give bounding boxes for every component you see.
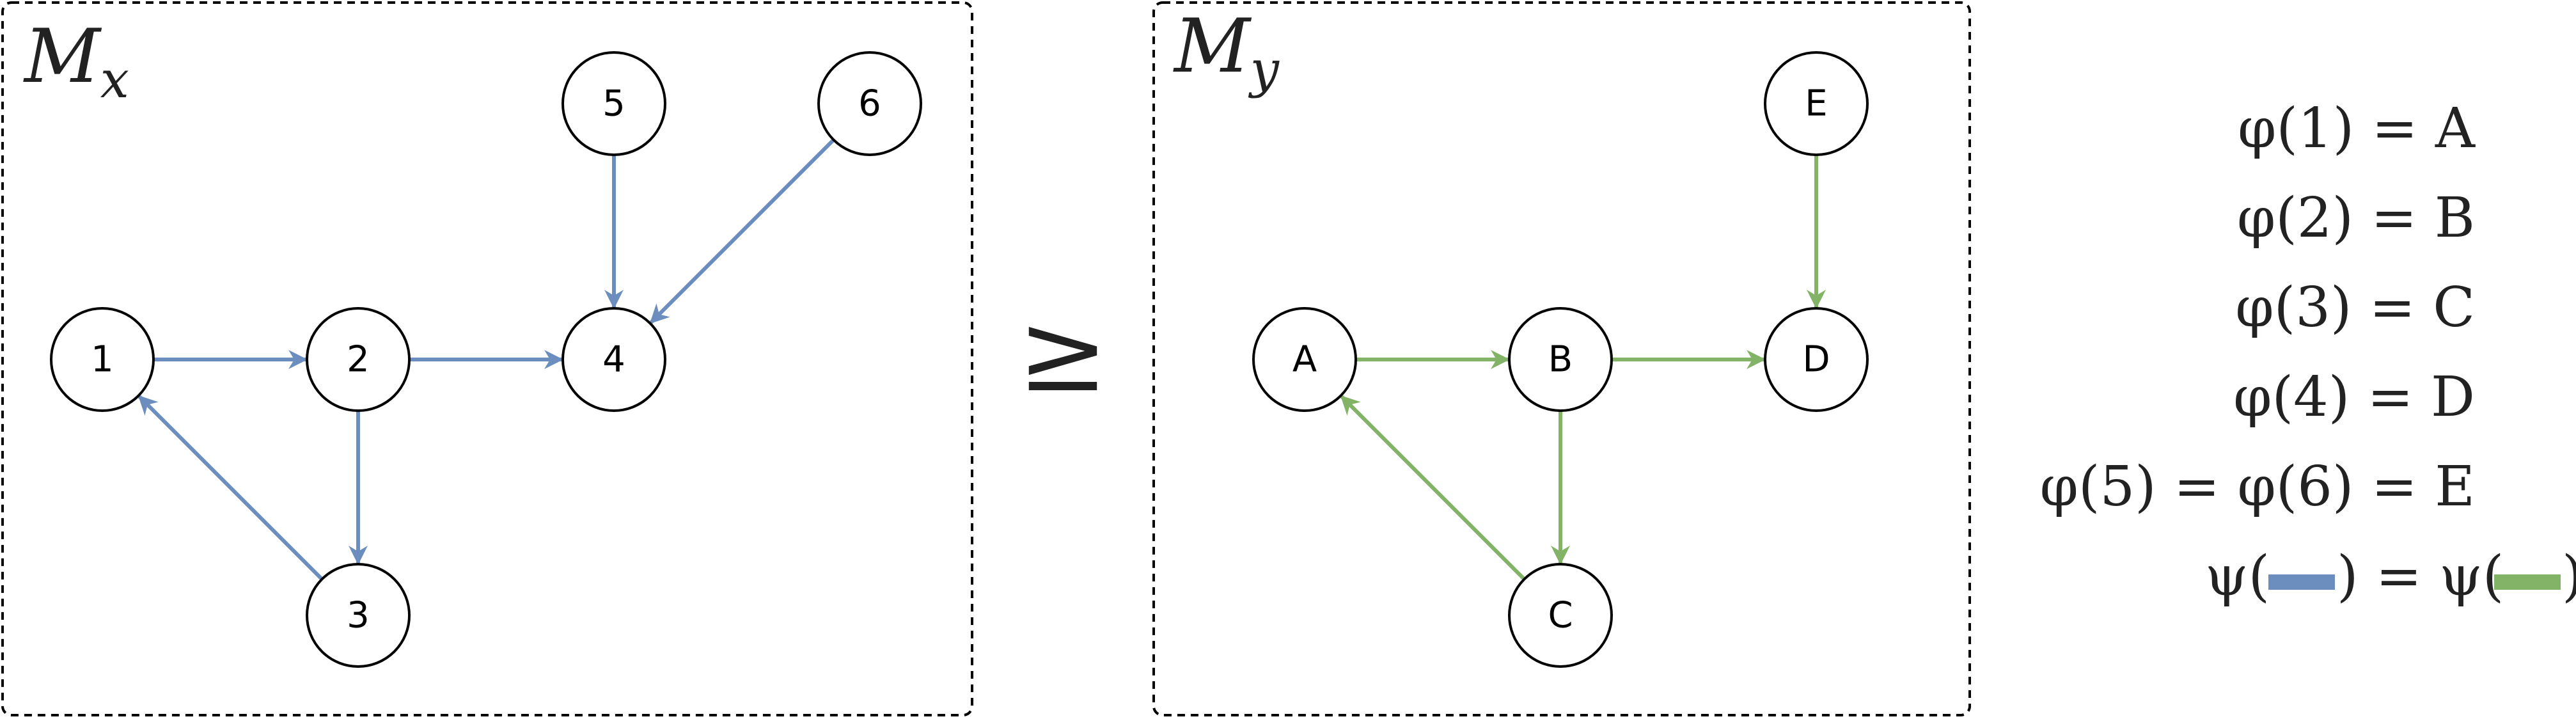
phi-1-equation: φ(1) = A — [2238, 97, 2476, 161]
node-circle — [562, 51, 666, 156]
node-C: C — [1508, 563, 1613, 668]
psi-mid-text: ) = ψ( — [2337, 544, 2504, 608]
left-graph-panel: Mx 1 2 3 4 5 6 — [1, 1, 973, 716]
node-A: A — [1252, 307, 1357, 412]
node-B: B — [1508, 307, 1613, 412]
node-circle — [50, 307, 155, 412]
node-label: A — [1292, 339, 1317, 381]
node-5: 5 — [562, 51, 666, 156]
relation-symbol: ≥ — [1017, 290, 1108, 416]
left-edges — [137, 138, 835, 581]
edge-C-to-A — [1340, 395, 1526, 581]
node-6: 6 — [817, 51, 922, 156]
node-D: D — [1764, 307, 1869, 412]
green-edge-swatch — [2494, 574, 2561, 590]
node-circle — [817, 51, 922, 156]
edge-3-to-1 — [137, 395, 324, 581]
phi-2-equation: φ(2) = B — [2237, 186, 2475, 250]
phi-3-equation: φ(3) = C — [2235, 276, 2475, 340]
right-panel-title: My — [1173, 3, 1280, 99]
right-graph-panel: My A B C D E — [1152, 1, 1971, 716]
mapping-equations: φ(1) = A φ(2) = B φ(3) = C φ(4) = D φ(5)… — [2040, 97, 2576, 608]
node-4: 4 — [562, 307, 666, 412]
node-label: E — [1805, 83, 1827, 125]
psi-close-text: ) — [2562, 544, 2576, 608]
node-label: 4 — [602, 339, 625, 381]
node-circle — [1508, 563, 1613, 668]
node-label: D — [1802, 339, 1830, 381]
node-label: 1 — [91, 339, 114, 381]
node-circle — [1508, 307, 1613, 412]
left-panel-title: Mx — [23, 13, 129, 109]
node-circle — [1252, 307, 1357, 412]
node-label: 2 — [347, 339, 370, 381]
node-3: 3 — [306, 563, 411, 668]
node-label: B — [1548, 339, 1573, 381]
edge-6-to-4 — [649, 138, 835, 324]
right-nodes: A B C D E — [1252, 51, 1869, 668]
node-circle — [306, 307, 411, 412]
node-label: C — [1548, 595, 1573, 636]
node-circle — [1764, 51, 1869, 156]
psi-open-text: ψ( — [2205, 544, 2270, 608]
node-label: 6 — [858, 83, 881, 125]
node-circle — [1764, 307, 1869, 412]
right-panel-frame — [1152, 1, 1971, 716]
node-2: 2 — [306, 307, 411, 412]
left-nodes: 1 2 3 4 5 6 — [50, 51, 922, 668]
node-circle — [562, 307, 666, 412]
node-1: 1 — [50, 307, 155, 412]
psi-equation: ψ( ) = ψ( ) — [2205, 544, 2576, 608]
blue-edge-swatch — [2268, 574, 2335, 590]
node-label: 5 — [602, 83, 625, 125]
node-circle — [306, 563, 411, 668]
phi-5-6-equation: φ(5) = φ(6) = E — [2040, 455, 2475, 519]
node-E: E — [1764, 51, 1869, 156]
right-edges — [1340, 155, 1826, 581]
phi-4-equation: φ(4) = D — [2233, 365, 2475, 429]
node-label: 3 — [347, 595, 370, 636]
left-panel-frame — [1, 1, 973, 716]
